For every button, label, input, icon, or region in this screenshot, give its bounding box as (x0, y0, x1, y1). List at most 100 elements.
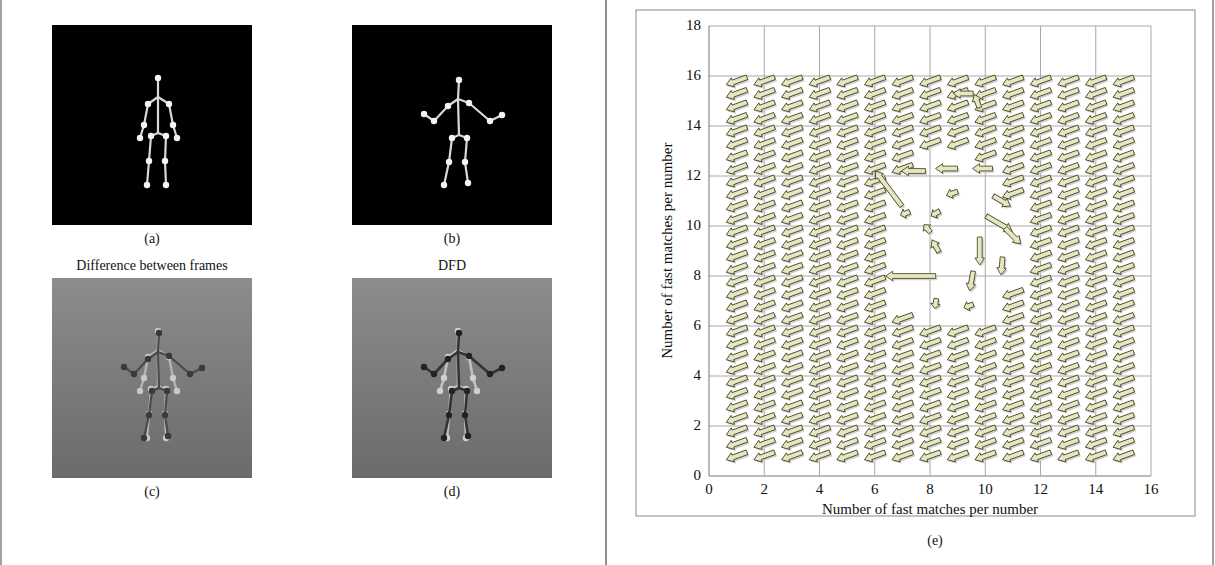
vector-arrow (1056, 285, 1080, 302)
bone-line (444, 415, 449, 438)
panel-label: (e) (927, 533, 943, 549)
vector-arrow (1084, 285, 1108, 302)
vector-arrow (752, 273, 776, 290)
vector-arrow (1056, 135, 1080, 152)
vector-arrow (1001, 85, 1025, 102)
joint-dot (462, 159, 468, 165)
vector-arrow (1029, 360, 1053, 377)
vector-arrow (1084, 110, 1108, 127)
vector-arrow (863, 323, 887, 340)
stick-figure (437, 328, 480, 441)
bone-line (169, 356, 190, 374)
vector-arrow (780, 385, 804, 402)
vector-arrow (835, 423, 859, 440)
vector-arrow (1056, 410, 1080, 427)
vector-arrow (1084, 373, 1108, 390)
vector-arrow (1111, 298, 1135, 315)
vector-arrow (1001, 310, 1025, 327)
vector-arrow (808, 385, 832, 402)
stick-figure (421, 330, 505, 441)
vector-arrow (1084, 398, 1108, 415)
vector-arrow (1084, 298, 1108, 315)
vector-arrow (1111, 435, 1135, 452)
vector-arrow (973, 110, 997, 127)
vector-arrow (725, 123, 749, 140)
vector-arrow (808, 135, 832, 152)
vector-arrow (1111, 260, 1135, 277)
vector-arrow (725, 210, 749, 227)
vector-arrow (752, 348, 776, 365)
vector-arrow (1111, 373, 1135, 390)
vector-arrow (1111, 398, 1135, 415)
vector-arrow (808, 223, 832, 240)
joint-dot (466, 100, 472, 106)
vector-arrow (1001, 323, 1025, 340)
vector-arrow (780, 298, 804, 315)
vector-arrow (973, 348, 997, 365)
vector-arrow (863, 198, 887, 215)
vector-arrow (886, 271, 936, 281)
vector-arrow (1056, 123, 1080, 140)
vector-arrow (835, 110, 859, 127)
vector-arrow (1111, 248, 1135, 265)
vector-arrow (725, 360, 749, 377)
vector-arrow (945, 187, 960, 200)
joint-dot (462, 412, 468, 418)
vector-arrow (1111, 123, 1135, 140)
vector-arrow (1056, 323, 1080, 340)
vector-arrow (725, 173, 749, 190)
joint-dot (131, 371, 137, 377)
vector-arrow (808, 285, 832, 302)
vector-arrow (752, 210, 776, 227)
vector-arrow (1001, 285, 1025, 302)
vector-arrow (1084, 135, 1108, 152)
vector-arrow (973, 410, 997, 427)
vector-arrow (863, 223, 887, 240)
joint-dot (446, 412, 452, 418)
vector-arrow (890, 410, 914, 427)
tick-label: 8 (694, 267, 702, 284)
vector-arrow (1056, 223, 1080, 240)
vector-arrow (929, 207, 942, 220)
vector-arrow (1084, 248, 1108, 265)
panel-label: (c) (144, 484, 160, 500)
vector-arrow (918, 398, 942, 415)
joint-dot (465, 433, 471, 439)
vector-arrow (863, 248, 887, 265)
joint-dot (441, 435, 447, 441)
vector-arrow (1001, 373, 1025, 390)
vector-arrow (1001, 348, 1025, 365)
tick-label: 14 (1088, 481, 1103, 498)
vector-arrow (835, 435, 859, 452)
vector-arrow (973, 398, 997, 415)
bone-line (165, 161, 166, 185)
joint-dot (445, 103, 451, 109)
vector-arrow (863, 148, 887, 165)
vector-arrow (780, 448, 804, 465)
joint-dot (499, 112, 505, 118)
vector-arrow (725, 298, 749, 315)
vector-arrow (780, 310, 804, 327)
vector-arrow (752, 185, 776, 202)
vector-arrow (808, 360, 832, 377)
vector-arrow (1001, 148, 1025, 165)
vector-arrow (835, 448, 859, 465)
vector-arrow (890, 98, 914, 115)
vector-arrow (752, 110, 776, 127)
vector-arrow (835, 373, 859, 390)
vector-arrow (808, 435, 832, 452)
vector-arrow (1001, 173, 1025, 190)
vector-arrow (928, 238, 943, 255)
joint-dot (174, 135, 180, 141)
vector-arrow (871, 168, 905, 209)
vector-arrow (1029, 160, 1053, 177)
vector-arrow (1029, 310, 1053, 327)
vector-arrow (835, 385, 859, 402)
vector-arrow (1084, 348, 1108, 365)
vector-arrow (946, 398, 970, 415)
joint-dot (441, 375, 447, 381)
vector-arrow (863, 98, 887, 115)
joint-dot (464, 388, 470, 394)
tick-label: 10 (978, 481, 993, 498)
vector-arrow (752, 98, 776, 115)
